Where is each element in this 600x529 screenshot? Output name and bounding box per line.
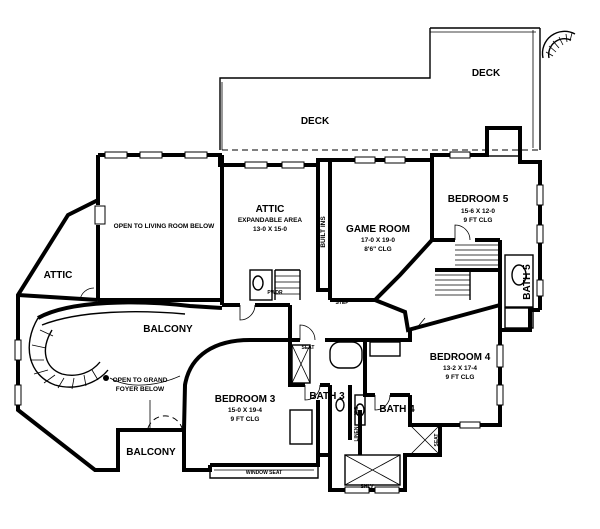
bedroom5-dims: 15-6 X 12-0 [461, 208, 495, 215]
pwdr-room [249, 269, 273, 301]
foyer-arc [147, 415, 183, 429]
bedroom3-name: BEDROOM 3 [215, 394, 276, 405]
doors [79, 224, 471, 411]
bath5-label: BATH 5 [522, 264, 533, 300]
shlv-label: SHLV [361, 484, 375, 490]
open-foyer-line2: FOYER BELOW [116, 386, 165, 393]
bath4-label: BATH 4 [379, 404, 415, 415]
interior-stair [435, 244, 500, 300]
bath3-label: BATH 3 [309, 391, 345, 402]
open-foyer-line1: OPEN TO GRAND [113, 377, 168, 384]
seat-right-label: SEAT [434, 434, 440, 447]
window-seat-outline [209, 465, 319, 479]
balcony-edge [37, 300, 223, 320]
bedroom4-name: BEDROOM 4 [430, 352, 491, 363]
interior-walls [98, 155, 502, 455]
linen-label: LINEN [354, 426, 360, 441]
balcony-lower-label: BALCONY [126, 447, 176, 458]
deck-main-label: DECK [301, 116, 330, 127]
grand-spiral-stair [28, 317, 181, 390]
ks-label: K.S. [354, 405, 360, 415]
attic-expandable-dims: 13-0 X 15-0 [253, 226, 287, 233]
bedroom5-ceiling: 9 FT CLG [464, 217, 493, 224]
fixtures [289, 127, 534, 486]
bedroom4-dims: 13-2 X 17-4 [443, 365, 477, 372]
bedroom5-name: BEDROOM 5 [448, 194, 509, 205]
open-living-label: OPEN TO LIVING ROOM BELOW [114, 223, 215, 230]
attic-stair [274, 269, 301, 300]
bedroom3-dims: 15-0 X 19-4 [228, 407, 262, 414]
balcony-main-label: BALCONY [143, 324, 193, 335]
pwdr-label: PWDR [267, 290, 283, 296]
attic-left-label: ATTIC [44, 270, 73, 281]
attic-west-wall [16, 198, 212, 472]
game-room-ceiling: 8'6" CLG [364, 246, 391, 253]
windows [14, 151, 544, 494]
built-ins-label: BUILT INS [320, 216, 327, 248]
upper-deck [219, 27, 541, 151]
step-label: STEP [335, 300, 349, 306]
game-room-dims: 17-0 X 19-0 [361, 237, 395, 244]
exterior-spiral-stair [541, 30, 576, 59]
seat-top-label: SEAT [302, 345, 315, 351]
deck-upper-label: DECK [472, 68, 501, 79]
window-seat-label: WINDOW SEAT [246, 470, 282, 476]
attic-expandable-sub: EXPANDABLE AREA [238, 217, 303, 224]
attic-expandable-name: ATTIC [256, 204, 285, 215]
bedroom3-ceiling: 9 FT CLG [231, 416, 260, 423]
bedroom4-ceiling: 9 FT CLG [446, 374, 475, 381]
game-room-name: GAME ROOM [346, 224, 410, 235]
